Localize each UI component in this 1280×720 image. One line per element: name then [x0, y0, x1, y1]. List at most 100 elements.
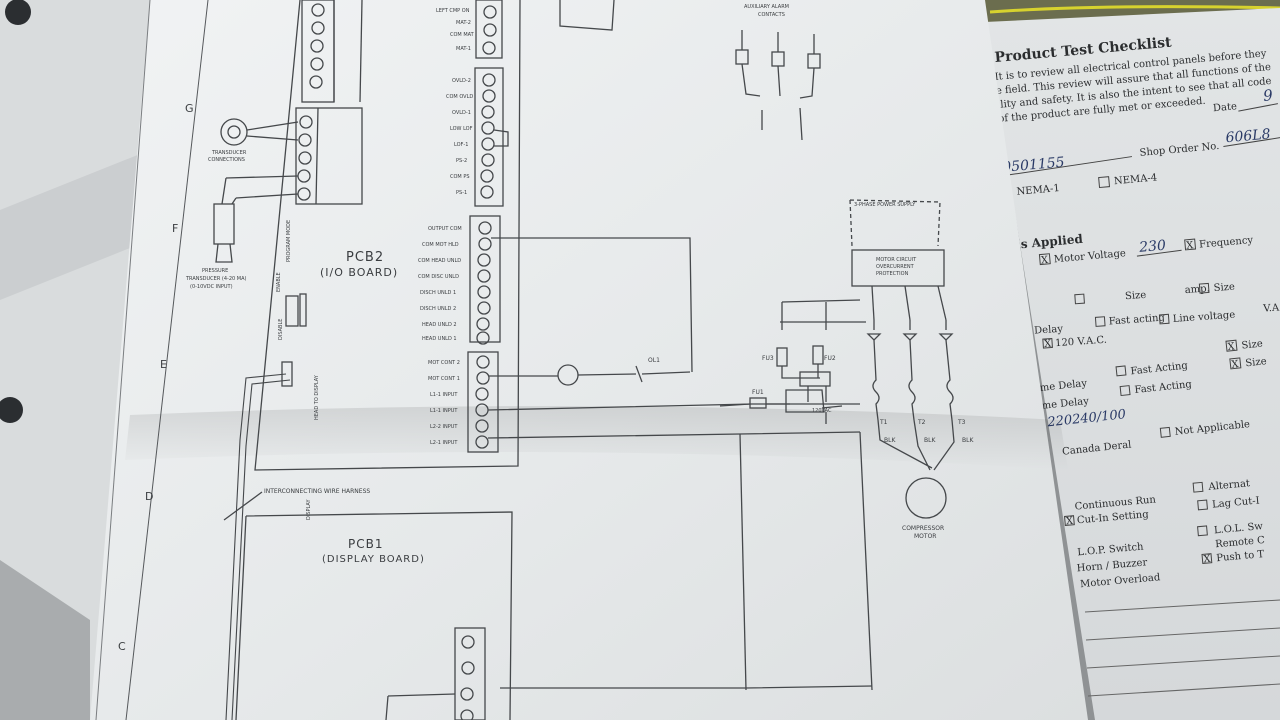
tb-label-8: HEAD UNLD 1	[422, 336, 457, 342]
motor-voltage-checkbox[interactable]	[1038, 253, 1051, 266]
mat-block-labels: LEFT CMP ON MAT-2 COM MAT MAT-1	[436, 8, 475, 52]
x-mark-2: X	[1186, 240, 1195, 252]
fast-acting-cb-1[interactable]	[1115, 365, 1127, 377]
amp-label: amp.	[1184, 283, 1210, 296]
time-delay-1: me Delay	[1039, 378, 1088, 394]
fast-acting-checkbox[interactable]	[1094, 316, 1106, 327]
pressure-transducer	[213, 203, 235, 245]
checklist-rules	[1084, 599, 1280, 697]
pcb1-title: PCB1	[348, 537, 383, 551]
blk-label-1: BLK	[884, 437, 896, 444]
mb-label-3: L1-1 INPUT	[430, 392, 458, 398]
binder-ring-top	[5, 0, 31, 25]
push-checkbox[interactable]	[1201, 553, 1213, 564]
blk-label-2: BLK	[924, 437, 936, 444]
date-value: 9	[1262, 86, 1274, 105]
x-mark-4: X	[1227, 341, 1236, 353]
transformer-label: 120VAC	[812, 408, 832, 414]
size-label-3: Size	[1241, 338, 1263, 351]
mat-label-2: MAT-2	[456, 20, 471, 26]
mb-label-4: L1-1 INPUT	[430, 408, 458, 414]
tb-label-3: COM HEAD UNLD	[418, 258, 461, 264]
fast-acting-label: Fast acting	[1108, 313, 1165, 328]
checkbox-a[interactable]	[1074, 293, 1085, 305]
grid-letter-e: E	[160, 358, 167, 371]
alternation-checkbox[interactable]	[1192, 481, 1204, 493]
mat-label-3: COM MAT	[450, 32, 475, 38]
motor-voltage-value: 230	[1138, 238, 1167, 256]
aux-line-1: AUXILIARY ALARM	[744, 4, 789, 10]
terminal-circles-motor	[475, 355, 490, 449]
pcb2-subtitle: (I/O BOARD)	[320, 266, 398, 279]
binder-ring-middle	[0, 397, 23, 423]
grid-letter-g: G	[185, 102, 194, 115]
vac-checkbox[interactable]	[1042, 337, 1053, 349]
grid-letter-f: F	[172, 222, 178, 235]
lol-switch: L.O.L. Sw	[1214, 521, 1264, 536]
vac-label: 120 V.A.C.	[1055, 335, 1107, 350]
ol1-label: OL1	[648, 357, 660, 364]
va-label: V.A	[1262, 303, 1280, 315]
not-applicable-checkbox[interactable]	[1159, 426, 1171, 438]
terminal-circles-output	[476, 221, 492, 345]
compressor-line-2: MOTOR	[914, 533, 936, 540]
size-cb-2[interactable]	[1229, 357, 1242, 370]
delay-label: Delay	[1034, 324, 1064, 337]
lag-checkbox[interactable]	[1197, 499, 1208, 511]
transducer-line-3: (0-10VDC INPUT)	[190, 284, 233, 290]
protection-line-1: MOTOR CIRCUIT	[876, 257, 917, 263]
t2-label: T2	[917, 419, 926, 426]
size-label-4: Size	[1245, 356, 1267, 369]
fuse-label-2: FU2	[824, 355, 836, 362]
alternation-label: Alternat	[1207, 478, 1250, 493]
mat-label-1: LEFT CMP ON	[436, 8, 470, 14]
mb-label-5: L2-2 INPUT	[430, 424, 458, 430]
ov-label-8: PS-1	[456, 190, 467, 196]
line-voltage-checkbox[interactable]	[1158, 313, 1170, 325]
harness-label: INTERCONNECTING WIRE HARNESS	[264, 488, 370, 495]
transducer-connector	[220, 118, 248, 146]
fuse-label-3: FU3	[762, 355, 774, 362]
transducer-conn-1: TRANSDUCER	[211, 150, 247, 156]
size-cb-1[interactable]	[1225, 339, 1238, 352]
fast-acting-cb-2[interactable]	[1119, 385, 1131, 397]
checklist-sheet: Product Test Checklist It is to review a…	[985, 8, 1280, 720]
section-applied: als Applied	[1008, 232, 1084, 252]
ov-label-7: COM PS	[450, 174, 470, 180]
tb-label-2: COM MOT HLD	[422, 242, 459, 248]
frequency-label: Frequency	[1199, 235, 1254, 251]
checkbox-b[interactable]	[1198, 282, 1210, 294]
ov-label-6: PS-2	[456, 158, 467, 164]
head-to-display-label: HEAD TO DISPLAY	[314, 374, 320, 420]
protection-line-3: PROTECTION	[876, 271, 909, 277]
binder-shadow	[0, 150, 150, 300]
fuse-label-1: FU1	[752, 389, 764, 396]
yellow-cable	[989, 5, 1280, 14]
size-label: Size	[1125, 290, 1147, 302]
terminal-circles-top-left	[309, 3, 325, 89]
compressor-line-1: COMPRESSOR	[902, 525, 944, 532]
aux-line-2: CONTACTS	[758, 12, 785, 18]
x-mark-5: X	[1231, 359, 1240, 371]
lol-checkbox[interactable]	[1197, 525, 1208, 537]
mb-label-1: MOT CONT 2	[428, 360, 460, 366]
program-mode-label: PROGRAM MODE	[286, 220, 292, 262]
transducer-line-2: TRANSDUCER (4-20 MA)	[185, 276, 247, 282]
terminal-circles-ovld	[480, 73, 496, 199]
schematic-drawing: G F E D C	[118, 0, 955, 720]
compressor-motor	[905, 477, 947, 519]
motor-block-labels: MOT CONT 2 MOT CONT 1 L1-1 INPUT L1-1 IN…	[428, 360, 460, 446]
frequency-checkbox[interactable]	[1184, 238, 1197, 251]
schematic-sheet	[90, 0, 1088, 720]
nema4-checkbox[interactable]	[1098, 176, 1111, 189]
push-to-label: Push to T	[1216, 549, 1265, 564]
motor-protection-box	[851, 249, 945, 287]
mat-label-4: MAT-1	[456, 46, 471, 52]
overload-contacts	[866, 320, 955, 471]
cut-in-checkbox[interactable]	[1064, 515, 1075, 527]
paper-fold	[125, 406, 1068, 470]
line-voltage-label: Line voltage	[1172, 310, 1235, 325]
ovld-block-labels: OVLD-2 COM OVLD OVLD-1 LOW LOF LOF-1 PS-…	[446, 78, 473, 196]
x-mark: X	[1041, 255, 1050, 267]
